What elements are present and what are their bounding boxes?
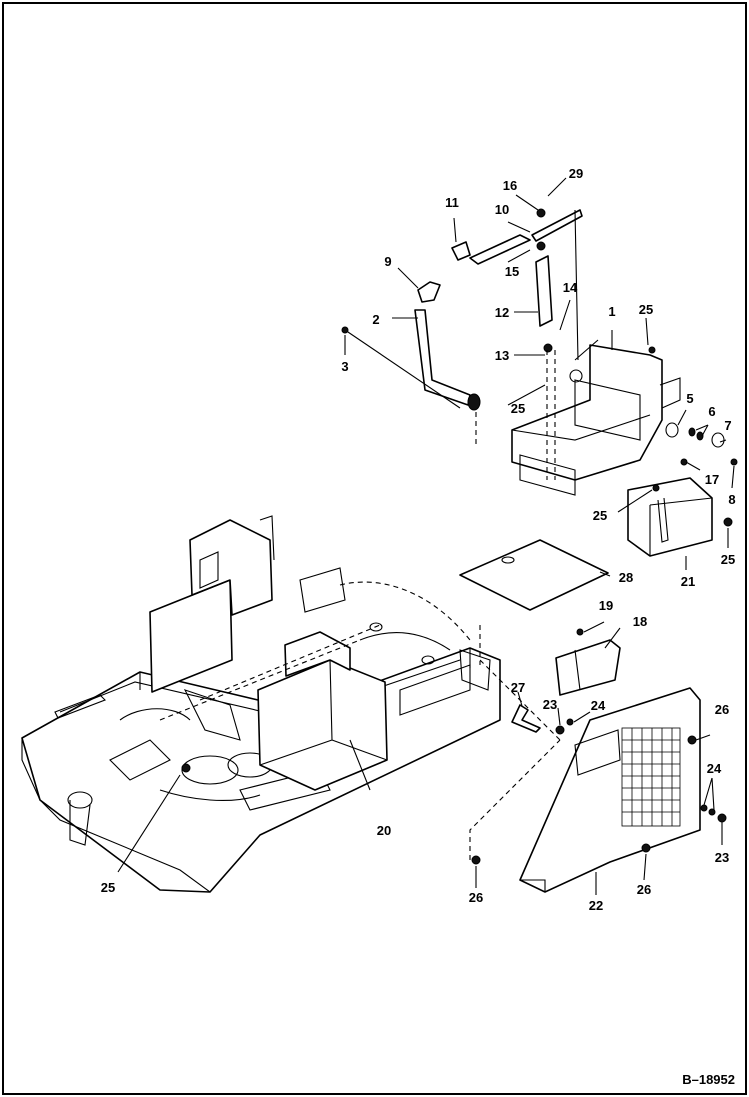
callout-26a: 26 xyxy=(715,702,729,717)
callout-17: 17 xyxy=(705,472,719,487)
main-frame xyxy=(21,515,501,893)
callout-1: 1 xyxy=(608,304,615,319)
callout-23b: 23 xyxy=(715,850,729,865)
callout-labels: 1 2 3 5 6 7 8 9 10 11 12 13 14 15 16 17 … xyxy=(101,166,736,913)
callout-29: 29 xyxy=(569,166,583,181)
callout-24b: 24 xyxy=(707,761,722,776)
callout-20: 20 xyxy=(377,823,391,838)
callout-10: 10 xyxy=(495,202,509,217)
callout-6: 6 xyxy=(708,404,715,419)
callout-25d: 25 xyxy=(593,508,607,523)
callout-11: 11 xyxy=(445,195,459,210)
drawing-number: B–18952 xyxy=(682,1072,735,1087)
callout-26c: 26 xyxy=(637,882,651,897)
callout-27: 27 xyxy=(511,680,525,695)
callout-19: 19 xyxy=(599,598,613,613)
callout-9: 9 xyxy=(384,254,391,269)
side-box xyxy=(627,477,713,557)
callout-21: 21 xyxy=(681,574,695,589)
floor-plate xyxy=(459,539,609,611)
callout-7: 7 xyxy=(724,418,731,433)
callout-16: 16 xyxy=(503,178,517,193)
cover-panel xyxy=(519,687,701,893)
callout-3: 3 xyxy=(341,359,348,374)
leader-lines xyxy=(117,177,735,895)
bracket xyxy=(555,639,621,696)
callout-5: 5 xyxy=(686,391,693,406)
lever-assembly xyxy=(341,208,599,480)
callout-2: 2 xyxy=(372,312,379,327)
callout-23a: 23 xyxy=(543,697,557,712)
callout-25a: 25 xyxy=(101,880,115,895)
callout-8: 8 xyxy=(728,492,735,507)
callout-25b: 25 xyxy=(639,302,653,317)
callout-25c: 25 xyxy=(511,401,525,416)
callout-25e: 25 xyxy=(721,552,735,567)
callout-22: 22 xyxy=(589,898,603,913)
console-box xyxy=(511,344,681,496)
callout-12: 12 xyxy=(495,305,509,320)
callout-26b: 26 xyxy=(469,890,483,905)
callout-24a: 24 xyxy=(591,698,606,713)
callout-28: 28 xyxy=(619,570,633,585)
callout-13: 13 xyxy=(495,348,509,363)
callout-14: 14 xyxy=(563,280,578,295)
callout-18: 18 xyxy=(633,614,647,629)
hardware xyxy=(181,346,738,865)
callout-15: 15 xyxy=(505,264,519,279)
